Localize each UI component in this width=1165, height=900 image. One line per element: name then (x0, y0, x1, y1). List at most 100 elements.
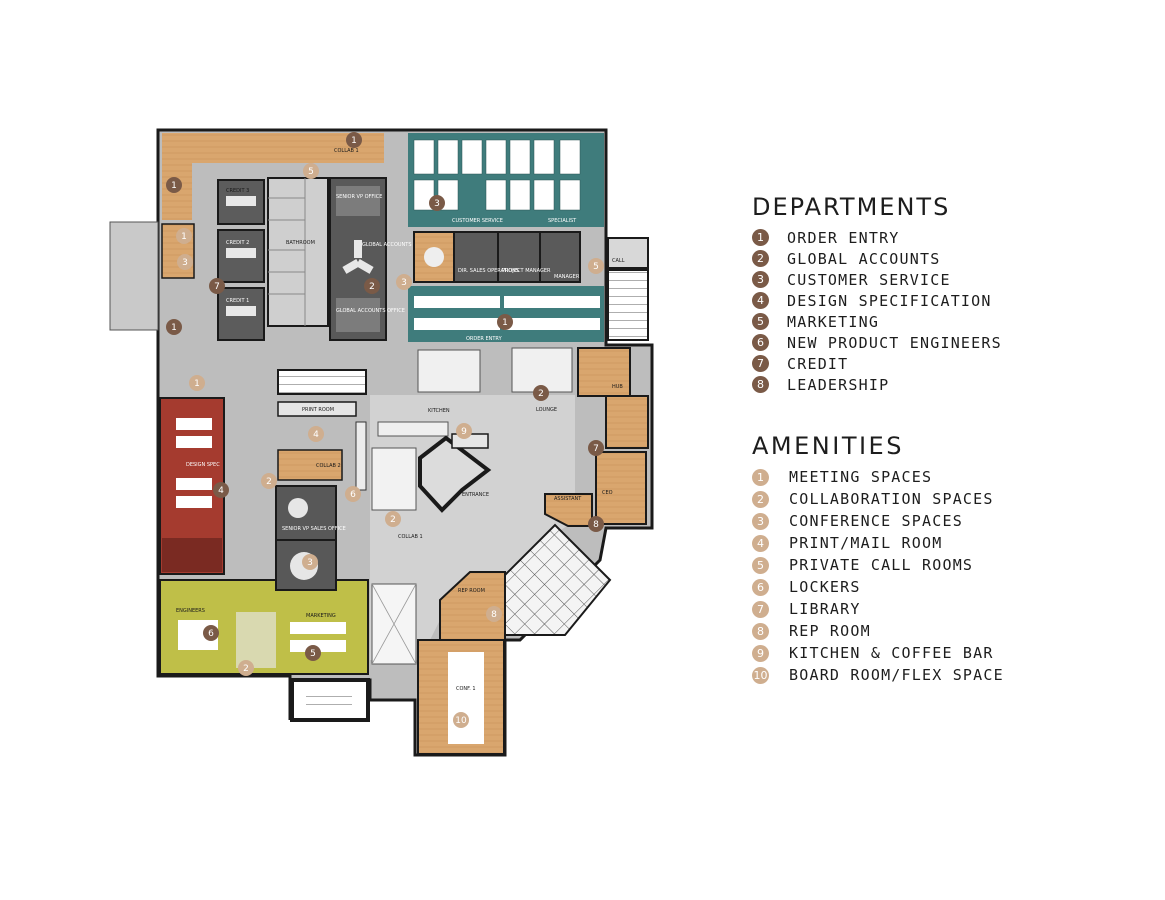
legend-label: BOARD ROOM/FLEX SPACE (789, 666, 1004, 684)
label-credit2: CREDIT 2 (226, 240, 249, 246)
legend-label: CREDIT (787, 354, 849, 373)
legend-item: 6 LOCKERS (752, 576, 1152, 598)
label-hub: HUB (612, 384, 623, 390)
dept-marker: 1 (497, 314, 513, 330)
collab-box (371, 447, 417, 511)
order-entry-zone (408, 286, 604, 342)
legend-label: LOCKERS (789, 578, 861, 596)
ceo-office (595, 451, 647, 525)
svg-text:5: 5 (310, 649, 316, 659)
legend-label: DESIGN SPECIFICATION (787, 291, 992, 310)
label-ceo: CEO (602, 490, 613, 496)
label-senior-vp-sales: SENIOR VP SALES OFFICE (282, 526, 346, 532)
svg-text:8: 8 (593, 520, 599, 530)
dept-marker: 1 (166, 177, 182, 193)
library (605, 395, 649, 449)
label-collab2: COLLAB 2 (316, 463, 341, 469)
hub (577, 347, 631, 397)
svg-text:2: 2 (266, 477, 272, 487)
label-call: CALL (612, 258, 625, 264)
svg-text:9: 9 (461, 427, 467, 437)
amen-marker: 1 (176, 228, 192, 244)
legend-label: REP ROOM (789, 622, 871, 640)
amen-marker: 3 (396, 274, 412, 290)
label-collab1-top: COLLAB 1 (334, 148, 359, 154)
department-markers: 1 1 1 3 7 2 1 2 4 6 5 7 8 (166, 132, 604, 661)
call-room (607, 237, 649, 269)
label-customer-service: CUSTOMER SERVICE (452, 218, 503, 224)
legend-number: 2 (752, 250, 769, 267)
legend-number: 3 (752, 512, 769, 530)
legend-number: 4 (752, 292, 769, 309)
label-global-accounts: GLOBAL ACCOUNTS (362, 242, 412, 248)
amenities-title: AMENITIES (752, 432, 904, 460)
legend-number: 2 (752, 490, 769, 508)
label-order-entry: ORDER ENTRY (466, 336, 503, 342)
lounge-box (417, 349, 481, 393)
dept-marker: 8 (588, 516, 604, 532)
label-credit1: CREDIT 1 (226, 298, 249, 304)
svg-text:1: 1 (181, 232, 187, 242)
dept-marker: 3 (429, 195, 445, 211)
svg-text:1: 1 (171, 323, 177, 333)
label-assistant: ASSISTANT (554, 496, 582, 502)
stair-right (607, 269, 649, 341)
amen-marker: 5 (303, 163, 319, 179)
svg-text:5: 5 (593, 262, 599, 272)
label-bathroom: BATHROOM (286, 240, 315, 246)
dept-marker: 1 (166, 319, 182, 335)
legend-number: 5 (752, 556, 769, 574)
entrance-vestibule (418, 435, 492, 513)
label-kitchen: KITCHEN (428, 408, 450, 414)
label-collab1: COLLAB 1 (398, 534, 423, 540)
dept-marker: 5 (305, 645, 321, 661)
legend-number: 6 (752, 578, 769, 596)
bathroom (267, 177, 329, 327)
svg-text:4: 4 (218, 486, 224, 496)
label-specialist: SPECIALIST (548, 218, 577, 224)
label-lounge: LOUNGE (536, 407, 557, 413)
label-conf: CONF. 1 (456, 686, 476, 692)
amen-marker: 2 (261, 473, 277, 489)
svg-text:3: 3 (307, 558, 313, 568)
svg-text:3: 3 (182, 258, 188, 268)
legend-number: 10 (752, 666, 769, 684)
label-design-spec: DESIGN SPEC (186, 462, 220, 468)
svg-text:10: 10 (455, 716, 467, 726)
label-project-manager: PROJECT MANAGER (502, 268, 551, 274)
print-room (277, 401, 357, 417)
amen-marker: 3 (302, 554, 318, 570)
svg-text:2: 2 (390, 515, 396, 525)
legend-number: 3 (752, 271, 769, 288)
svg-text:3: 3 (401, 278, 407, 288)
legend-number: 1 (752, 468, 769, 486)
amen-marker: 3 (177, 254, 193, 270)
legend-item: 7 CREDIT (752, 353, 1152, 374)
svg-text:1: 1 (351, 136, 357, 146)
dept-marker: 4 (213, 482, 229, 498)
label-credit3: CREDIT 3 (226, 188, 249, 194)
legend-label: ORDER ENTRY (787, 228, 900, 247)
rep-room (439, 571, 506, 641)
amen-marker: 9 (456, 423, 472, 439)
svg-text:7: 7 (214, 282, 220, 292)
legend-label: PRINT/MAIL ROOM (789, 534, 943, 552)
legend-number: 6 (752, 334, 769, 351)
dept-marker: 6 (203, 625, 219, 641)
label-dir-sales-ops: DIR. SALES OPERATIONS (458, 268, 519, 274)
legend-label: LIBRARY (789, 600, 861, 618)
legend-number: 7 (752, 355, 769, 372)
lounge-box-right (511, 347, 573, 393)
